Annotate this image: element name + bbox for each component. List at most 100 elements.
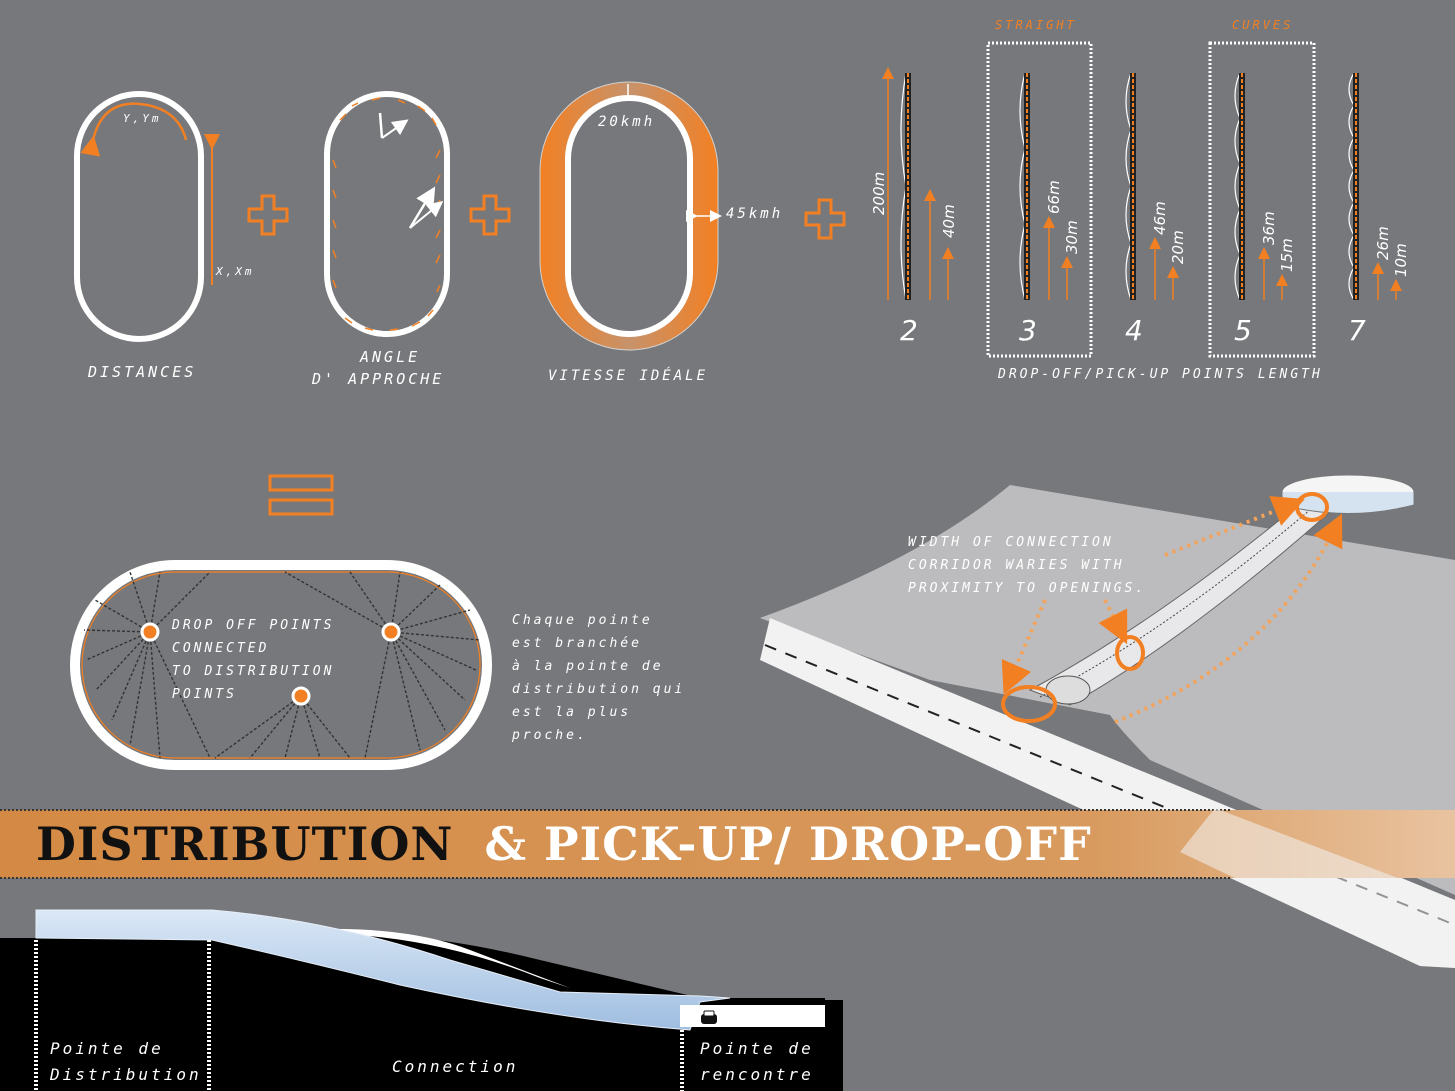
angle-caption-line2: D' APPROCHE (311, 370, 444, 388)
spoke (364, 631, 392, 759)
tunnel-edge (1039, 502, 1319, 698)
track-label-line: POINTS (172, 687, 237, 702)
distances-caption: DISTANCES (87, 363, 196, 381)
lengths-diagram: STRAIGHT CURVES 200m40m266m30m346m20m436… (870, 18, 1410, 382)
short-length-label: 20m (1169, 230, 1187, 264)
spoke (149, 571, 161, 633)
long-length-label: 66m (1045, 180, 1063, 214)
spoke (349, 571, 392, 633)
angle-needle (378, 112, 384, 139)
spoke (284, 695, 302, 759)
connection-ramp (35, 909, 731, 1031)
straight-label: STRAIGHT (995, 18, 1077, 32)
track-inner-line (81, 571, 481, 759)
distribution-point (140, 622, 160, 642)
column-number: 7 (1348, 314, 1366, 347)
strip-body (1239, 73, 1245, 300)
section-diagram: Pointe de Distribution Connection Pointe… (0, 909, 843, 1091)
dotted-arrows (1001, 496, 1343, 724)
lengths-caption: DROP-OFF/PICK-UP POINTS LENGTH (997, 367, 1323, 382)
connection-spokes (83, 571, 481, 759)
track-outline (70, 560, 492, 770)
spoke (94, 599, 151, 633)
y-arrow (80, 102, 188, 157)
long-length-label: 36m (1260, 211, 1278, 245)
track-label-line: TO DISTRIBUTION (172, 664, 334, 679)
spoke (249, 695, 302, 759)
note-line: distribution qui (512, 682, 685, 697)
x-label: X,Xm (215, 265, 255, 278)
column-number: 4 (1125, 314, 1143, 347)
highway-overlay (1180, 808, 1455, 968)
spoke (214, 695, 302, 759)
spoke (149, 631, 161, 759)
spoke (284, 571, 392, 633)
spoke (390, 631, 421, 751)
y-label: Y,Ym (123, 112, 162, 125)
spoke (390, 631, 481, 641)
middle-zone-label: Connection (392, 1057, 518, 1076)
equals-icon (268, 474, 334, 516)
wave-line (1019, 72, 1026, 301)
speed-caption: VITESSE IDÉALE (548, 367, 708, 384)
short-length-label: 30m (1063, 220, 1081, 254)
spoke (390, 571, 401, 633)
banner-title-part2: & PICK-UP/ (484, 817, 792, 871)
track-label-line: CONNECTED (172, 641, 269, 656)
short-length-label: 40m (940, 204, 958, 238)
spoke (300, 695, 351, 759)
right-zone-label: rencontre (700, 1065, 814, 1084)
inner-speed-label: 20kmh (598, 114, 655, 130)
spoke (390, 631, 477, 671)
corridor-note-line: PROXIMITY TO OPENINGS. (908, 581, 1146, 596)
column-number: 3 (1019, 314, 1037, 347)
column-number: 5 (1234, 314, 1252, 347)
long-length-label: 26m (1374, 226, 1392, 260)
banner-title-part1: DISTRIBUTION (36, 817, 453, 871)
curves-box (1208, 41, 1316, 358)
wave-line (1348, 72, 1355, 301)
spoke (300, 695, 321, 759)
opening-highlight (1115, 635, 1145, 671)
spoke (390, 609, 471, 633)
ground-plane (760, 485, 1455, 895)
corridor-note-line: WIDTH OF CONNECTION (908, 535, 1114, 550)
strip-body (1130, 73, 1136, 300)
track-label-line: DROP OFF POINTS (171, 618, 334, 633)
note-line: est la plus (512, 705, 631, 720)
distribution-note: Chaque pointe est branchée à la pointe d… (511, 613, 685, 743)
angle-caption-line1: ANGLE (359, 348, 420, 366)
left-zone-label: Distribution (49, 1065, 202, 1084)
spoke (111, 631, 151, 721)
short-length-label: 10m (1392, 243, 1410, 277)
spoke (149, 571, 211, 633)
wave-line (1234, 72, 1241, 301)
column-number: 2 (900, 314, 918, 347)
straight-box (986, 41, 1093, 358)
spoke (83, 629, 151, 633)
spoke (390, 631, 466, 701)
strip-body (1024, 73, 1030, 300)
angle-needle (408, 186, 436, 229)
spoke (390, 584, 441, 633)
note-line: Chaque pointe (512, 613, 653, 628)
spoke (129, 571, 151, 633)
left-zone-label: Pointe de (50, 1039, 164, 1058)
banner-title-part3: DROP-OFF (809, 817, 1092, 871)
angle-needle (381, 119, 409, 139)
distribution-track: DROP OFF POINTS CONNECTED TO DISTRIBUTIO… (70, 560, 492, 770)
long-length-label: 46m (1151, 201, 1169, 235)
corridor-note-line: CORRIDOR WARIES WITH (908, 558, 1125, 573)
approach-arrows (332, 97, 441, 331)
spoke (95, 631, 151, 691)
note-line: à la pointe de (512, 659, 664, 674)
curves-label: CURVES (1232, 18, 1293, 32)
spoke (149, 631, 211, 759)
plus-icon (469, 194, 511, 236)
